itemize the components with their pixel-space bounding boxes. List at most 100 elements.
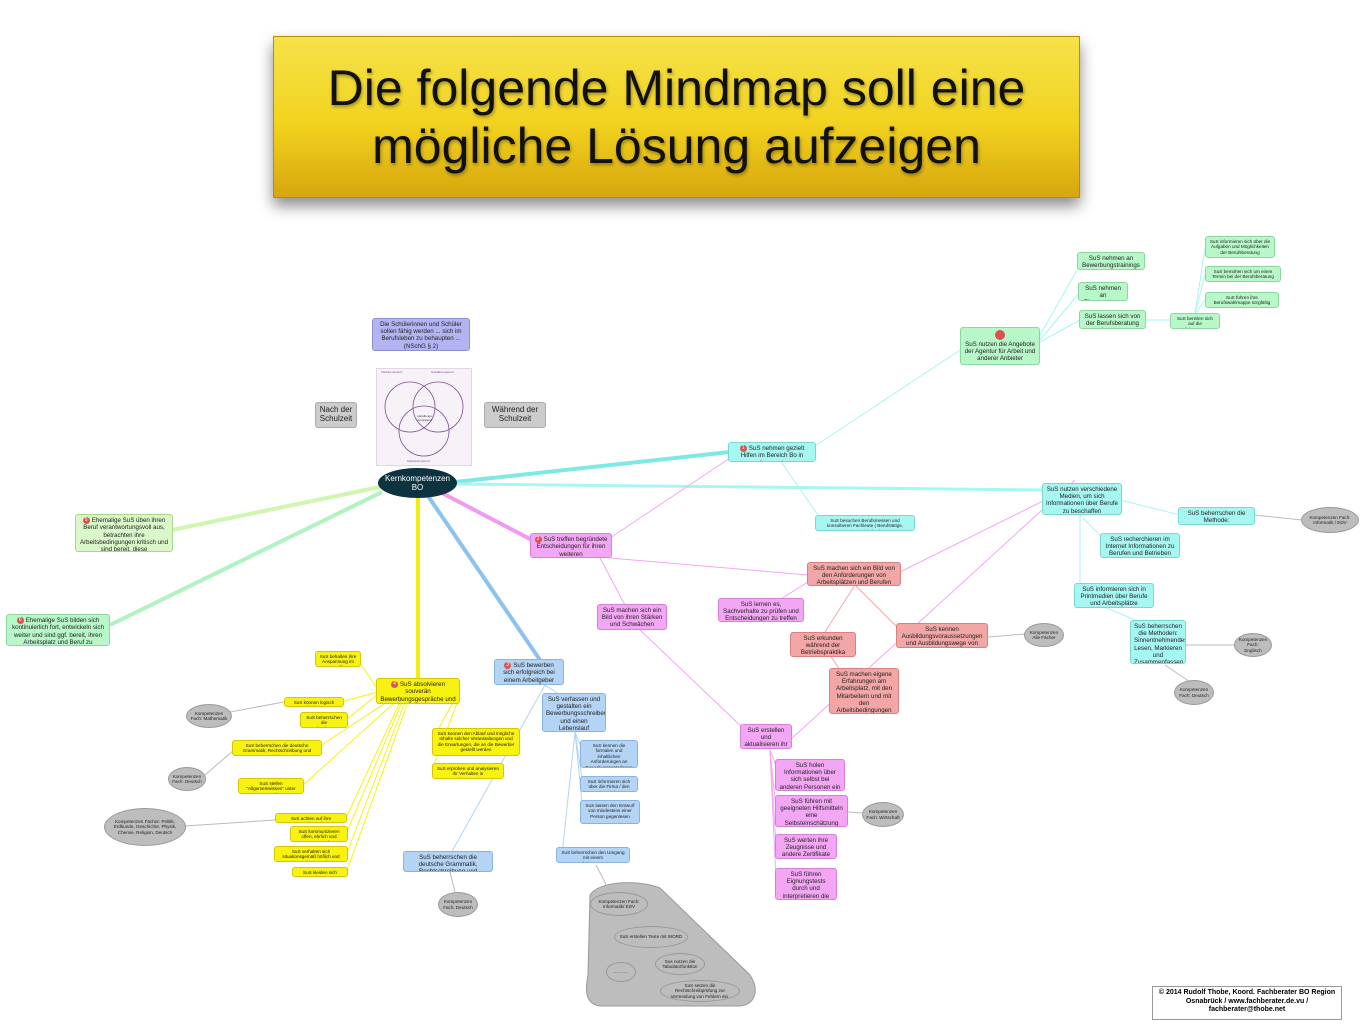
node-dots: ... ... ...	[606, 962, 636, 982]
venn-label-left: Sozialkompetenz	[431, 370, 454, 374]
tag-waehrend-der-schulzeit: Während der Schulzeit	[484, 402, 546, 428]
link-center-ehem1	[171, 485, 381, 532]
tag-nach-der-schulzeit: Nach der Schulzeit	[315, 402, 357, 428]
competence-venn-diagram: Sachkompetenz Sozialkompetenz Handlungs-…	[376, 368, 472, 466]
link-center-bewerben	[426, 494, 542, 662]
node-eignungstests[interactable]: SuS nehmen an Eignungstests teil	[1078, 282, 1128, 301]
node-printmedien[interactable]: SuS informieren sich in Printmedien über…	[1074, 583, 1154, 608]
node-word: SuS erstellen Texte mit WORD	[614, 926, 688, 948]
node-bewerben-label: SuS bewerben sich erfolgreich bei einem …	[503, 662, 555, 684]
node-info-aufgaben[interactable]: SuS informieren sich über die Aufgaben u…	[1205, 236, 1275, 258]
node-bild-arbeitsplaetze[interactable]: SuS machen sich ein Bild von den Anforde…	[807, 562, 901, 586]
komp-deutsch-left: Kompetenzen Fach: Deutsch	[168, 767, 206, 791]
node-erfahrungen[interactable]: SuS machen eigene Erfahrungen am Arbeits…	[829, 668, 899, 714]
badge-4: 4	[390, 681, 398, 688]
komp-faecher-viele: Kompetenzen Fächer: Politik, Erdkunde, G…	[104, 808, 186, 846]
node-grammatik-b[interactable]: SuS beherrschen die deutsche Grammatik, …	[403, 851, 493, 872]
venn-circle-left	[384, 381, 436, 433]
node-trainings[interactable]: SuS nehmen an Bewerbungstrainings teil	[1077, 252, 1145, 270]
komp-mathematik: Kompetenzen Fach: Mathematik	[186, 704, 232, 728]
komp-englisch: Kompetenzen Fach: Englisch	[1234, 633, 1272, 657]
top-note: Die Schülerinnen und Schüler sollen fähi…	[372, 318, 470, 351]
node-textverarbeitung[interactable]: SuS beherrschen den Umgang mit einem Tex…	[556, 847, 630, 863]
node-berufsberatung[interactable]: SuS lassen sich von der Berufsberatung b…	[1079, 310, 1146, 329]
node-betriebspraktika[interactable]: SuS erkunden während der Betriebspraktik…	[790, 632, 856, 657]
node-kommunizieren[interactable]: SuS kommunizieren offen, ehrlich und zug…	[290, 826, 348, 842]
node-eignungstests2[interactable]: SuS führen Eignungstests durch und inter…	[775, 868, 837, 900]
node-grundrechenarten[interactable]: SuS beherrschen die Grundrechenarten	[300, 712, 348, 728]
node-anspannung[interactable]: SuS behalten ihre Anspannung im Griff	[315, 651, 361, 667]
node-anforderungen[interactable]: SuS kennen die formalen und inhaltlichen…	[580, 740, 638, 768]
node-grammatik-y[interactable]: SuS beherrschen die deutsche Grammatik, …	[232, 740, 322, 756]
node-allgemeinwissen[interactable]: SuS stellen "Allgemeinwissen" unter Bewe…	[238, 778, 304, 794]
node-erproben[interactable]: SuS erproben und analysieren ihr Verhalt…	[432, 763, 504, 779]
node-sachverhalte[interactable]: SuS lernen es, Sachverhalte zu prüfen un…	[718, 598, 804, 622]
node-ablauf[interactable]: SuS kennen den Ablauf und mögliche Inhal…	[432, 728, 520, 756]
footer-line-2: Osnabrück / www.fachberater.de.vu /	[1185, 997, 1309, 1005]
footer-line-1: © 2014 Rudolf Thobe, Koord. Fachberater …	[1158, 989, 1336, 996]
link-center-ehem2	[109, 490, 383, 627]
node-entwurf[interactable]: SuS lassen den Entwurf von mindestens ei…	[580, 800, 640, 824]
node-fremdeinschaetzung[interactable]: SuS holen Informationen über sich selbst…	[775, 759, 845, 791]
komp-informatik-edv: Kompetenzen Fach: Informatik / EDV	[1301, 507, 1359, 533]
node-termin[interactable]: SuS bemühen sich um einen Termin bei der…	[1205, 266, 1281, 282]
node-lebenslauf[interactable]: SuS verfassen und gestalten ein Bewerbun…	[542, 693, 606, 732]
node-verhalten[interactable]: SuS verhalten sich situationsgemäß höfli…	[274, 846, 348, 862]
venn-svg	[384, 381, 464, 457]
komp-informatik-edv2: Kompetenzen Fach: Informatik/ EDV	[590, 892, 648, 916]
node-messen[interactable]: SuS besuchen Berufsmessen und konsultier…	[815, 515, 915, 531]
banner-line-1: Die folgende Mindmap soll eine	[327, 60, 1026, 116]
badge-5: 5	[82, 517, 90, 524]
node-wahlmappe[interactable]: SuS führen ihre Berufswahlmappe sorgfält…	[1205, 292, 1279, 308]
node-eignungsprofil[interactable]: SuS erstellen und aktualisieren ihr Eign…	[740, 724, 792, 749]
node-zeugnisse[interactable]: SuS werten ihre Zeugnisse und andere Zer…	[775, 834, 837, 859]
node-methoden-lesen[interactable]: SuS beherrschen die Methoden: Sinnentneh…	[1130, 620, 1186, 664]
center-node[interactable]: Kernkompetenzen BO	[378, 468, 457, 498]
node-agentur-label: SuS nutzen die Angebote der Agentur für …	[964, 341, 1036, 363]
badge-1: 1	[739, 445, 747, 452]
badge-6: 6	[16, 617, 24, 624]
agentur-logo-icon	[995, 330, 1005, 340]
node-medien[interactable]: SuS nutzen verschiedene Medien, um sich …	[1042, 483, 1122, 515]
venn-label-bottom: Selbstkompetenz	[407, 459, 431, 463]
link-center-entscheid	[439, 490, 533, 542]
node-rechtschreibpruefung: SuS setzen die Rechtschreibprüfung zur V…	[660, 980, 740, 1002]
node-selbsteinschaetzung[interactable]: SuS führen mit geeigneten Hilfsmitteln e…	[775, 795, 848, 827]
footer-line-3: fachberater@thobe.net	[1208, 1006, 1286, 1013]
link-center-medien	[454, 482, 1046, 492]
copyright-footer: © 2014 Rudolf Thobe, Koord. Fachberater …	[1152, 986, 1342, 1020]
node-bereiten-vor[interactable]: SuS bereiten sich auf die Berufsberatung…	[1170, 313, 1220, 329]
badge-2: 2	[534, 536, 542, 543]
node-staerken[interactable]: SuS machen sich ein Bild von ihren Stärk…	[597, 604, 667, 630]
link-center-bo	[454, 450, 731, 484]
node-tabulator: Sus nutzen die Tabulatorfunktion	[655, 953, 705, 975]
node-entscheidungen-label: SuS treffen begründete Entscheidungen fü…	[536, 536, 608, 558]
node-kleiden[interactable]: SuS kleiden sich adäquat	[292, 867, 348, 877]
node-logisch[interactable]: SuS können logisch denken	[284, 697, 344, 707]
node-ehemalige1-label: Ehemalige SuS üben ihren Beruf verantwor…	[79, 517, 169, 552]
komp-deutsch-right: Kompetenzen Fach: Deutsch	[1174, 680, 1214, 705]
node-ausbildungsvoraussetzungen[interactable]: SuS kennen Ausbildungsvoraussetzungen un…	[896, 623, 988, 648]
badge-3: 3	[504, 662, 512, 669]
komp-deutsch-bottom: Kompetenzen Fach: Deutsch	[438, 892, 478, 917]
node-koerpersprache[interactable]: SuS achten auf ihre Körpersprache	[275, 813, 347, 823]
komp-wirtschaft: Kompetenzen Fach: Wirtschaft	[862, 802, 904, 827]
venn-label-top: Sachkompetenz	[381, 370, 403, 374]
node-recherchieren[interactable]: SuS recherchieren im Internet Informatio…	[1100, 533, 1180, 558]
komp-alle-faecher: Kompetenzen Alle Fächer	[1024, 623, 1064, 647]
node-bo-hilfen-label: SuS nehmen gezielt Hilfen im Bereich Bo …	[740, 445, 805, 461]
node-agentur[interactable]: SuS nutzen die Angebote der Agentur für …	[960, 327, 1040, 365]
node-internetrecherche[interactable]: SuS beherrschen die Methode: Internetrec…	[1178, 507, 1255, 525]
node-ehemalige2-label: Ehemalige SuS bilden sich kontinuierlich…	[12, 617, 104, 646]
node-firma[interactable]: SuS informieren sich über die Firma / de…	[580, 776, 638, 792]
venn-label-middle: Handlungs-kompetenz	[417, 414, 433, 422]
title-banner: Die folgende Mindmap soll eine mögliche …	[273, 36, 1080, 198]
venn-circle-right	[412, 381, 464, 433]
